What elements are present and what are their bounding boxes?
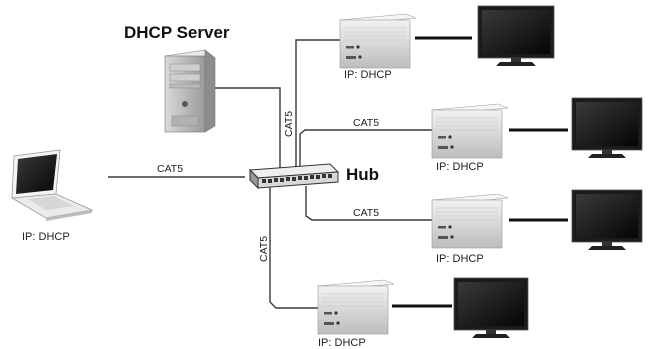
- client1-cable: [295, 39, 340, 168]
- client1-label: IP: DHCP: [344, 69, 392, 81]
- decoder-box-icon: [431, 193, 509, 249]
- client2-cable: [299, 129, 434, 168]
- laptop-icon: [10, 149, 94, 221]
- client2-cable-label: CAT5: [353, 117, 379, 129]
- client4-label: IP: DHCP: [318, 337, 366, 349]
- server-cable-label: CAT5: [283, 111, 295, 137]
- laptop-cable-label: CAT5: [157, 163, 183, 175]
- hub-icon: [248, 163, 340, 190]
- decoder-box-icon: [431, 103, 509, 159]
- monitor-icon: [571, 97, 643, 158]
- laptop-label: IP: DHCP: [22, 231, 70, 243]
- cables: [108, 36, 568, 309]
- monitor-icon: [571, 189, 643, 250]
- client3-cable: [305, 186, 434, 221]
- client4-cable-label: CAT5: [258, 236, 270, 262]
- client4-cable: [269, 186, 320, 309]
- decoder-box-icon: [317, 279, 395, 335]
- monitor-icon: [477, 5, 555, 66]
- hub-label: Hub: [346, 165, 379, 184]
- client2-label: IP: DHCP: [436, 161, 484, 173]
- server-title: DHCP Server: [124, 23, 230, 42]
- server-cable: [215, 87, 281, 168]
- client3-label: IP: DHCP: [436, 253, 484, 265]
- client3-cable-label: CAT5: [353, 207, 379, 219]
- server-tower-icon: [164, 49, 216, 133]
- monitor-icon: [453, 277, 529, 338]
- decoder-box-icon: [339, 13, 417, 69]
